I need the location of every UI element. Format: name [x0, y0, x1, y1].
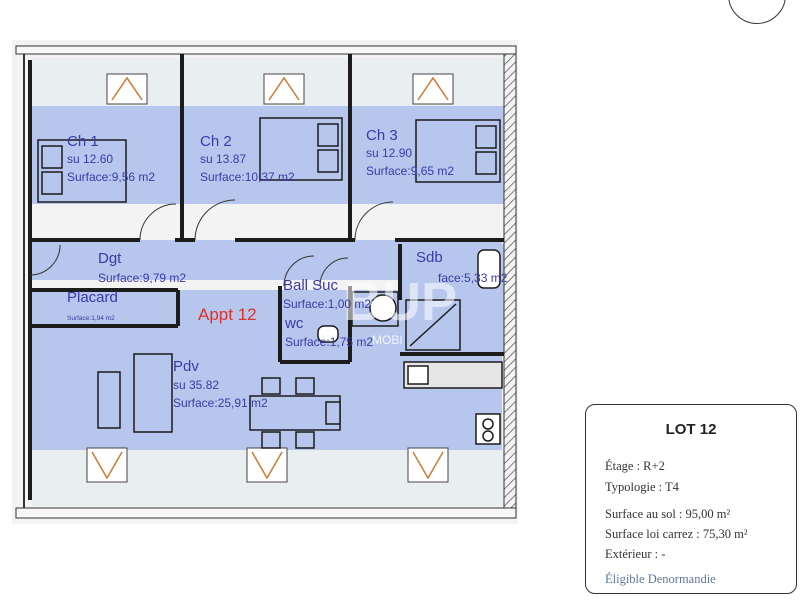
room-wc-name: wc [284, 315, 304, 332]
room-placard-surface: Surface:1,94 m2 [67, 315, 115, 322]
watermark-sub: MOBI [372, 333, 403, 347]
room-sdb-name: Sdb [416, 249, 443, 266]
lot-surface-carrez: Surface loi carrez : 75,30 m² [605, 527, 748, 541]
lot-info-card: LOT 12 Étage : R+2 Typologie : T4 Surfac… [585, 404, 797, 594]
room-ch3-su: su 12.90 [366, 146, 412, 160]
lot-title: LOT 12 [665, 421, 717, 438]
room-wc-surface: Surface:1,75 m2 [285, 335, 373, 349]
lot-eligible-link[interactable]: Éligible Denormandie [605, 572, 716, 586]
lot-typologie: Typologie : T4 [605, 480, 679, 494]
fixtures [317, 249, 503, 445]
interior-walls [28, 54, 504, 500]
windows-bottom [86, 447, 449, 483]
room-ch3-name: Ch 3 [366, 127, 398, 144]
room-placard-name: Placard [67, 289, 118, 306]
room-ch1-name: Ch 1 [67, 133, 99, 150]
lot-etage: Étage : R+2 [605, 459, 665, 473]
room-ch2-su: su 13.87 [200, 152, 246, 166]
room-pdv-su: su 35.82 [173, 378, 219, 392]
room-ch1-surface: Surface:9,56 m2 [67, 170, 155, 184]
beds [37, 117, 501, 203]
room-ch1-su: su 12.60 [67, 152, 113, 166]
room-dgt-surface: Surface:9,79 m2 [98, 271, 186, 285]
room-sdb-surface: face:5,33 m2 [438, 271, 508, 285]
room-ch2-surface: Surface:10,37 m2 [200, 170, 295, 184]
lot-exterieur: Extérieur : - [605, 547, 666, 561]
room-ch2-name: Ch 2 [200, 133, 232, 150]
windows-top [106, 73, 454, 105]
room-ball-name: Ball Suc [283, 277, 339, 294]
room-ball-surface: Surface:1,00 m2 [283, 297, 371, 311]
room-ch3-surface: Surface:9,65 m2 [366, 164, 454, 178]
room-labels: Ch 1 su 12.60 Surface:9,56 m2 Ch 2 su 13… [67, 127, 508, 410]
room-pdv-name: Pdv [173, 358, 199, 375]
room-dgt-name: Dgt [98, 250, 122, 267]
room-pdv-surface: Surface:25,91 m2 [173, 396, 268, 410]
living-furniture [97, 353, 341, 449]
watermark: BUP [343, 272, 457, 332]
outer-wall-bottom [15, 507, 517, 519]
doors [29, 199, 394, 287]
lot-surface-sol: Surface au sol : 95,00 m² [605, 507, 731, 521]
apartment-label: Appt 12 [198, 305, 257, 324]
outer-wall-top [15, 45, 517, 55]
